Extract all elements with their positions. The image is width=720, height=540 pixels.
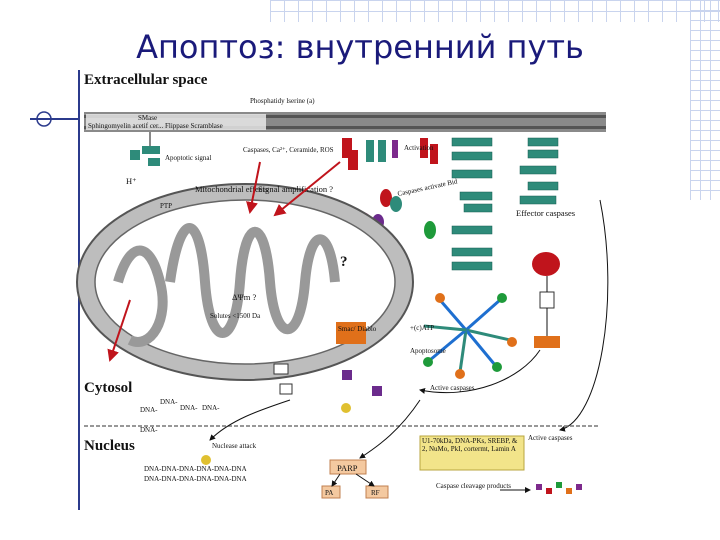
dna-frag-1: DNA- [140,406,158,414]
cytosol-proteins [273,363,382,413]
membrane-text: Sphingomyelin acetif cer... Flippase Scr… [88,122,223,130]
rf-label: RF [371,489,380,497]
apoptosome [423,293,517,379]
apoptotic-signal-label: Apoptotic signal [165,154,212,162]
caspases-ros-label: Caspases, Ca²⁺, Ceramide, ROS [243,146,334,154]
question-mark: ? [340,254,348,270]
delta-psi-label: ΔΨm ? [232,292,256,302]
arrow-to-active-caspases [419,349,541,394]
substrates-box [419,435,525,471]
smac-box [336,322,366,344]
solutes-label: Solutes <1500 Da [210,312,261,320]
activation-proteins [342,138,438,170]
receptor-complex [130,132,160,166]
dna-fragments: DNA- DNA- DNA- DNA- DNA- [140,398,220,434]
arrow-right-loop [559,199,609,432]
rf-box [365,485,389,499]
mitochondrion [76,183,414,381]
pa-label: PA [325,489,333,497]
page-title: Апоптоз: внутренний путь [136,28,584,66]
ptp-label: PTP [160,202,172,210]
cleavage-label-1: Caspase cleavage products [436,482,511,490]
catp-label: +(c)ATP [410,324,434,332]
effector-caspases-label: Effector caspases [516,208,575,218]
h-plus-label: H⁺ [126,176,137,186]
right-caspase-column [532,252,560,348]
mito-effects-label: Mitochondrial effects [195,184,268,194]
arrow-to-parp [359,399,421,459]
decorative-line-horizontal [30,118,80,120]
parp-label: PARP [337,463,358,473]
caspase-cascade [451,137,559,271]
decorative-grid [270,0,720,22]
dna-frag-2: DNA- [160,398,178,406]
dna-frag-3: DNA- [180,404,198,412]
pa-box [321,485,341,499]
nucleus-label: Nucleus [84,438,135,454]
dna-frag-5: DNA- [140,426,158,434]
nuclease-protein [201,455,211,465]
substrates-text: U1-70kDa, DNA-PKs, SREBP, & 2, NuMo, PkI… [422,437,518,453]
arrow-nuclease [209,399,291,441]
dna-chain-2: DNA-DNA-DNA-DNA-DNA-DNA [144,475,247,483]
parp-box [329,459,367,475]
active-caspases-label: Active caspases [430,384,475,392]
dna-frag-4: DNA- [202,404,220,412]
cytosol-label: Cytosol [84,380,132,396]
signal-amp-label: Signal amplification ? [258,184,333,194]
cleavage-fragments [536,482,582,494]
activation-label: Activation [404,144,434,152]
phosphatidylserine-label: Phosphatidy lserine (a) [250,97,315,105]
smac-label: Smac/ Diablo [338,325,377,333]
active-caspases-label-2: Active caspases [528,434,573,442]
extracellular-label: Extracellular space [84,72,208,88]
parp-arrow-b [355,473,375,487]
nuclease-attack-label: Nuclease attack [212,442,257,450]
decorative-circle [36,111,52,127]
membrane-text-bg [86,114,266,130]
decorative-grid-right [690,0,720,200]
red-signal-arrows [107,161,341,362]
dna-chain-1: DNA-DNA-DNA-DNA-DNA-DNA [144,465,247,473]
caspases-activate-bid-label: Caspases activate Bid [397,177,459,198]
apoptosome-label: Apoptosome [410,347,446,355]
parp-arrow-a [331,473,341,487]
smase-label: SMase [138,114,157,122]
